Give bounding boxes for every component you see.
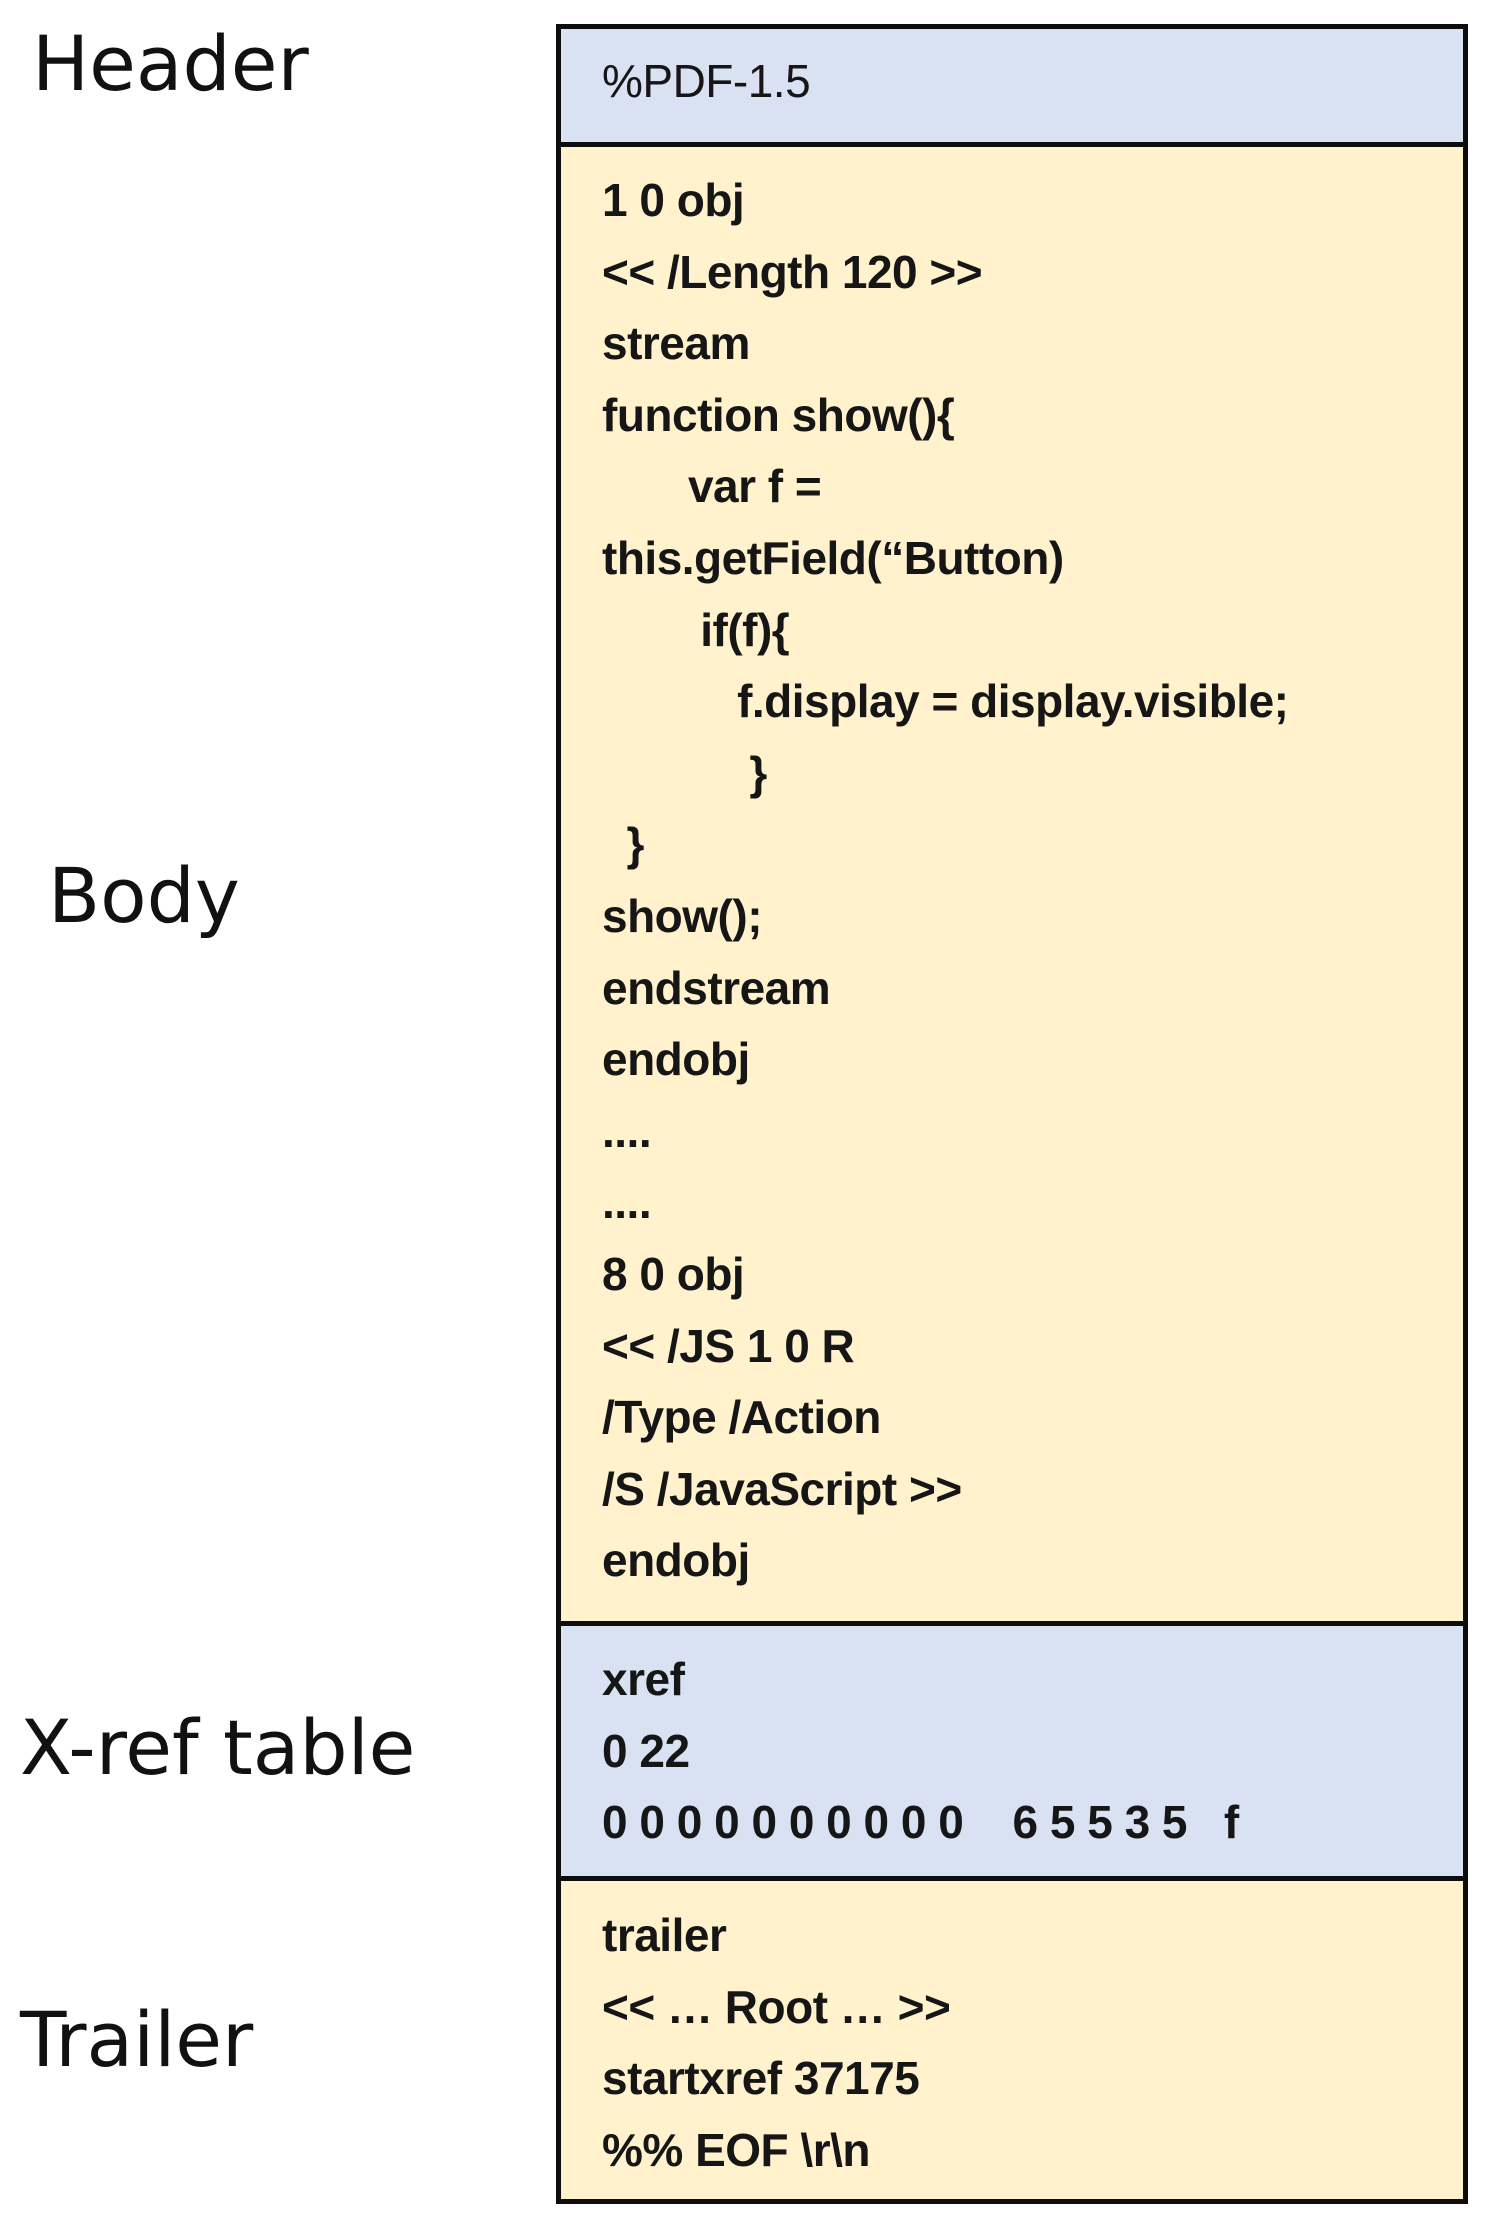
code-line: %% EOF \r\n [602, 2123, 870, 2176]
pdf-file-stack: %PDF-1.5 1 0 obj << /Length 120 >> stream f… [556, 24, 1468, 2204]
code-line: /Type /Action [602, 1391, 881, 1444]
code-line: stream [602, 317, 750, 370]
xref-block: xref 0 22 0 0 0 0 0 0 0 0 0 0 6 5 5 3 5 f [561, 1621, 1463, 1876]
body-section-label: Body [48, 851, 240, 940]
code-line: endobj [602, 1534, 750, 1587]
code-line: 8 0 obj [602, 1247, 745, 1300]
code-line: 0 0 0 0 0 0 0 0 0 0 6 5 5 3 5 f [602, 1796, 1239, 1849]
code-line: /S /JavaScript >> [602, 1462, 962, 1515]
trailer-block: trailer << … Root … >> startxref 37175 %% E… [561, 1876, 1463, 2199]
body-block: 1 0 obj << /Length 120 >> stream function s… [561, 142, 1463, 1621]
code-line: function show(){ [602, 388, 955, 441]
code-line: if(f){ [602, 603, 790, 656]
code-line: show(); [602, 889, 763, 942]
code-line: << /Length 120 >> [602, 245, 983, 298]
code-line: 1 0 obj [602, 174, 745, 226]
code-line: << /JS 1 0 R [602, 1319, 855, 1372]
header-section-label: Header [32, 19, 309, 108]
code-line: 0 22 [602, 1724, 690, 1777]
code-line: } [602, 818, 645, 871]
header-block: %PDF-1.5 [561, 29, 1463, 142]
code-line: var f = [602, 460, 822, 513]
code-line: this.getField(“Button) [602, 531, 1064, 584]
code-line: startxref 37175 [602, 2052, 920, 2105]
xref-code-lines: xref 0 22 0 0 0 0 0 0 0 0 0 0 6 5 5 3 5 f [602, 1644, 1239, 1859]
code-line: endstream [602, 961, 831, 1014]
code-line: endobj [602, 1033, 750, 1086]
trailer-code-lines: trailer << … Root … >> startxref 37175 %% E… [602, 1900, 951, 2186]
code-line: trailer [602, 1909, 727, 1961]
code-line: xref [602, 1653, 685, 1705]
xref-section-label: X-ref table [20, 1703, 416, 1792]
header-code-lines: %PDF-1.5 [602, 46, 811, 118]
code-line: %PDF-1.5 [602, 55, 811, 107]
trailer-section-label: Trailer [20, 1995, 254, 2084]
code-line: << … Root … >> [602, 1980, 951, 2033]
code-line: f.display = display.visible; [602, 675, 1289, 728]
code-line: } [602, 746, 767, 799]
code-line: .... [602, 1176, 652, 1229]
code-line: .... [602, 1104, 652, 1157]
body-code-lines: 1 0 obj << /Length 120 >> stream function s… [602, 165, 1289, 1597]
